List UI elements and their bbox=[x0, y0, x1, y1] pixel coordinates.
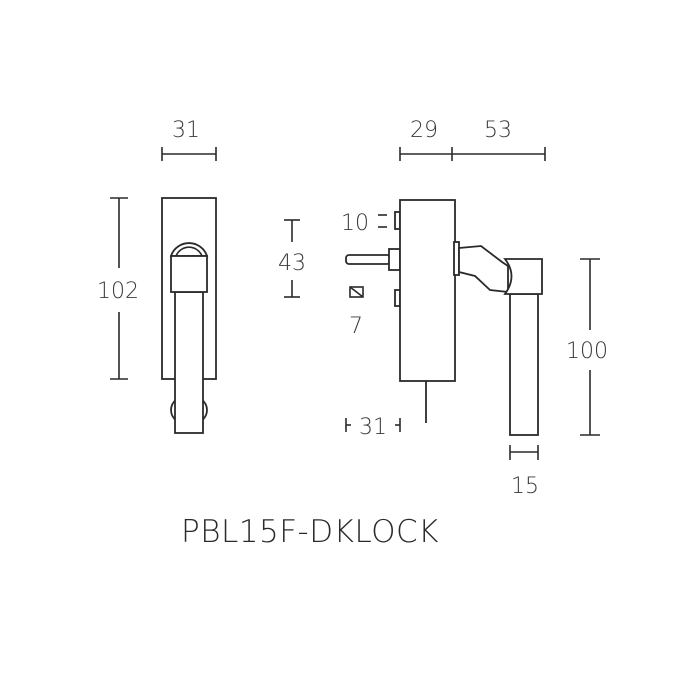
side-view: 29 53 10 7 31 bbox=[341, 118, 608, 499]
dim-front-width-label: 31 bbox=[172, 118, 200, 143]
dim-front-width-line bbox=[161, 147, 217, 161]
product-title: PBL15F-DKLOCK bbox=[181, 514, 439, 550]
dim-grip-length-label: 100 bbox=[566, 339, 608, 364]
dim-front-height-label: 102 bbox=[97, 279, 139, 304]
handle-bar bbox=[174, 291, 204, 434]
dim-thickness-label: 10 bbox=[341, 211, 369, 236]
handle-grip bbox=[509, 293, 539, 436]
dim-body-depth-label: 29 bbox=[410, 118, 438, 143]
spindle-collar bbox=[388, 248, 401, 271]
dim-pin-length: 31 bbox=[345, 415, 401, 440]
square-spindle-icon bbox=[349, 286, 364, 298]
dim-projection-label: 53 bbox=[484, 118, 512, 143]
dim-grip-width: 15 bbox=[509, 445, 539, 499]
front-view: 31 102 bbox=[97, 118, 217, 434]
dim-pin-length-label: 31 bbox=[359, 415, 387, 440]
handle-neck bbox=[458, 245, 509, 294]
dim-front-height-line bbox=[110, 197, 128, 380]
dim-grip-length: 100 bbox=[566, 258, 608, 436]
handle-knuckle bbox=[503, 258, 543, 295]
lock-body-side bbox=[399, 199, 456, 382]
dim-grip-width-label: 15 bbox=[511, 474, 539, 499]
dim-depth-lines bbox=[399, 147, 546, 161]
lock-body bbox=[170, 255, 208, 293]
dim-spindle-offset-label: 43 bbox=[278, 251, 306, 276]
lock-cap-arc bbox=[169, 242, 209, 257]
dim-spindle-offset: 43 bbox=[278, 219, 306, 298]
dim-spindle-square-label: 7 bbox=[349, 314, 363, 339]
spindle bbox=[345, 254, 391, 265]
